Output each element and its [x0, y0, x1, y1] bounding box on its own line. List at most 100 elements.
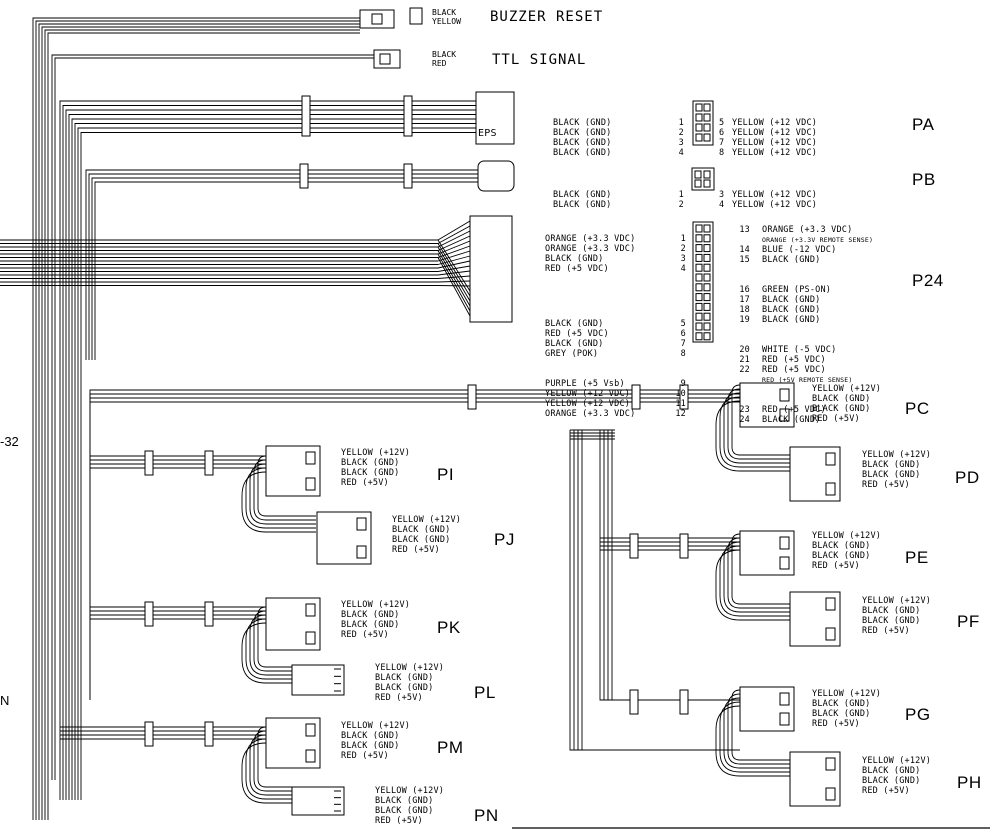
connector-pin-slot [825, 452, 836, 466]
peripheral-wire-label: BLACK (GND) [375, 673, 434, 683]
connector-pin-slot [825, 627, 836, 641]
cable-clamp [144, 450, 154, 476]
peripheral-wire-label: YELLOW (+12V) [812, 531, 882, 541]
floppy-connector [291, 664, 345, 696]
peripheral-wire-label: BLACK (GND) [812, 394, 871, 404]
cable-clamp [204, 450, 214, 476]
connector-pin-slot [779, 712, 790, 726]
connector-pin-slot [356, 517, 367, 531]
peripheral-pm-name: PM [437, 738, 464, 757]
peripheral-wire-label: BLACK (GND) [341, 731, 400, 741]
peripheral-wire-label: BLACK (GND) [375, 683, 434, 693]
ttl-signal-label: TTL SIGNAL [492, 52, 587, 68]
cable-clamp [679, 689, 689, 715]
connector-pin-slot [305, 477, 316, 491]
connector-pin-slot [779, 556, 790, 570]
peripheral-pd-name: PD [955, 468, 980, 487]
peripheral-wire-label: BLACK (GND) [341, 741, 400, 751]
cable-clamp [679, 384, 689, 410]
buzzer-reset-label: BUZZER RESET [490, 9, 604, 25]
peripheral-wire-label: RED (+5V) [392, 545, 440, 555]
p24-right-labels: ORANGE (+3.3 VDC)ORANGE (+3.3V REMOTE SE… [762, 225, 874, 425]
peripheral-wire-label: YELLOW (+12V) [812, 689, 882, 699]
cable-clamp [467, 384, 477, 410]
cable-clamp [301, 95, 311, 137]
cable-clamp [631, 384, 641, 410]
peripheral-wire-label: RED (+5V) [375, 816, 423, 826]
cable-clamp [679, 533, 689, 559]
peripheral-wire-label: BLACK (GND) [812, 404, 871, 414]
connector-pin-slot [825, 757, 836, 771]
peripheral-pm-labels: YELLOW (+12V)BLACK (GND)BLACK (GND)RED (… [341, 721, 410, 761]
peripheral-wire-label: YELLOW (+12V) [375, 663, 445, 673]
peripheral-wire-label: BLACK (GND) [862, 776, 921, 786]
cable-clamp [299, 163, 309, 189]
peripheral-wire-label: YELLOW (+12V) [862, 756, 932, 766]
peripheral-wire-label: YELLOW (+12V) [862, 596, 932, 606]
connector-drawings [144, 7, 990, 829]
peripheral-pj-labels: YELLOW (+12V)BLACK (GND)BLACK (GND)RED (… [392, 515, 461, 555]
peripheral-wire-label: RED (+5V) [341, 751, 389, 761]
peripheral-wire-label: RED (+5V) [862, 626, 910, 636]
pb-left-labels: BLACK (GND)BLACK (GND) [553, 190, 612, 210]
peripheral-wire-label: RED (+5V) [862, 480, 910, 490]
peripheral-pk-labels: YELLOW (+12V)BLACK (GND)BLACK (GND)RED (… [341, 600, 410, 640]
peripheral-wire-label: BLACK (GND) [392, 535, 451, 545]
cable-clamp [144, 721, 154, 747]
peripheral-wire-label: BLACK (GND) [862, 616, 921, 626]
p24-left-labels: ORANGE (+3.3 VDC)ORANGE (+3.3 VDC)BLACK … [545, 234, 636, 419]
pa-connector-name: PA [912, 115, 935, 134]
peripheral-ph-labels: YELLOW (+12V)BLACK (GND)BLACK (GND)RED (… [862, 756, 931, 796]
peripheral-wire-label: BLACK (GND) [812, 699, 871, 709]
peripheral-wire-label: YELLOW (+12V) [341, 600, 411, 610]
connector-pin-slot [779, 408, 790, 422]
peripheral-wire-label: BLACK (GND) [375, 796, 434, 806]
peripheral-wire-label: RED (+5V) [341, 630, 389, 640]
pb-plug [477, 160, 515, 192]
floppy-connector [291, 786, 345, 816]
ttl-pin [379, 53, 391, 65]
connector-pin-slot [779, 692, 790, 706]
pb-connector-name: PB [912, 170, 936, 189]
cable-clamp [629, 533, 639, 559]
buzzer-pin [371, 13, 383, 25]
eps-connector-text-pa: EPS [478, 128, 497, 139]
peripheral-wire-label: BLACK (GND) [341, 610, 400, 620]
peripheral-pl-name: PL [474, 683, 496, 702]
peripheral-pc-labels: YELLOW (+12V)BLACK (GND)BLACK (GND)RED (… [812, 384, 881, 424]
peripheral-wire-label: YELLOW (+12V) [812, 384, 882, 394]
peripheral-pl-labels: YELLOW (+12V)BLACK (GND)BLACK (GND)RED (… [375, 663, 444, 703]
pb-right-labels: YELLOW (+12 VDC)YELLOW (+12 VDC) [732, 190, 818, 210]
peripheral-pk-name: PK [437, 618, 461, 637]
peripheral-pj-name: PJ [494, 530, 515, 549]
connector-pin-slot [356, 545, 367, 559]
peripheral-wire-label: RED (+5V) [862, 786, 910, 796]
peripheral-pi-labels: YELLOW (+12V)BLACK (GND)BLACK (GND)RED (… [341, 448, 410, 488]
jumper-icon [409, 7, 423, 25]
peripheral-wire-label: RED (+5V) [812, 719, 860, 729]
peripheral-wire-label: YELLOW (+12V) [341, 721, 411, 731]
connector-pin-slot [825, 482, 836, 496]
peripheral-wire-label: BLACK (GND) [341, 620, 400, 630]
peripheral-pg-name: PG [905, 705, 931, 724]
peripheral-wire-label: BLACK (GND) [812, 541, 871, 551]
connector-pin-slot [305, 631, 316, 645]
peripheral-wire-label: BLACK (GND) [812, 551, 871, 561]
peripheral-ph-name: PH [957, 773, 982, 792]
peripheral-wire-label: YELLOW (+12V) [392, 515, 462, 525]
peripheral-wire-label: BLACK (GND) [341, 458, 400, 468]
pa-right-labels: YELLOW (+12 VDC)YELLOW (+12 VDC)YELLOW (… [732, 118, 818, 158]
connector-pin-slot [305, 723, 316, 737]
peripheral-pn-labels: YELLOW (+12V)BLACK (GND)BLACK (GND)RED (… [375, 786, 444, 826]
peripheral-wire-label: BLACK (GND) [862, 766, 921, 776]
peripheral-wire-label: BLACK (GND) [862, 606, 921, 616]
connector-pin-slot [305, 749, 316, 763]
peripheral-wire-label: YELLOW (+12V) [862, 450, 932, 460]
peripheral-wire-label: BLACK (GND) [341, 468, 400, 478]
peripheral-wire-label: BLACK (GND) [392, 525, 451, 535]
peripheral-pe-name: PE [905, 548, 929, 567]
